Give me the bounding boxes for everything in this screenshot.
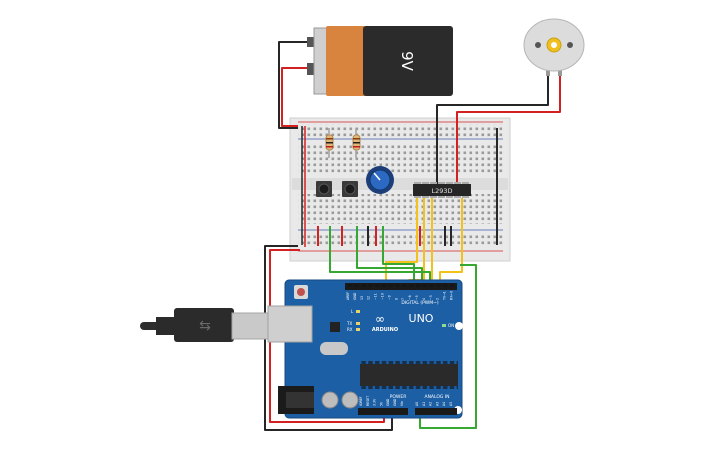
power-pin-label: Vin [400,401,404,406]
analog-header-label: ANALOG IN [424,394,449,400]
wire-yellow-4 [439,198,463,285]
digital-pin-label: GND [353,292,357,300]
arduino-infinity-logo: ∞ [375,312,385,326]
l293d-label: L293D [431,187,452,195]
analog-pin-label: A2 [429,402,433,406]
resistor-1[interactable] [325,128,334,158]
pushbutton-1[interactable] [316,181,332,197]
digital-pin-label: 4 [422,298,426,300]
l293d-chip[interactable]: L293D [413,182,471,198]
analog-pin-label: A4 [442,402,446,406]
led-tx-label: TX [346,321,352,326]
wire-gnd-arduino [264,245,393,431]
analog-pin-label: A5 [449,402,453,406]
wire-green-button2 [356,226,423,285]
digital-pin-label: 12 [367,296,371,300]
power-pin-label: IOREF [359,396,363,406]
wire-green-button1 [329,226,431,285]
potentiometer[interactable] [366,166,394,194]
analog-pin-label: A3 [435,402,439,406]
digital-pin-label: 2 [436,298,440,300]
power-header [358,408,408,415]
digital-pin-label: TX→1 [443,291,447,301]
power-pin-label: GND [393,398,397,406]
wire-battery-red [281,67,307,127]
arduino-brand: ARDUINO [372,327,398,333]
power-pin-label: 5V [379,401,383,406]
arduino-model: UNO [409,312,434,325]
wires [264,41,561,431]
breadboard-terminal-bottom [298,194,503,224]
digital-pin-label: 7 [401,298,405,300]
digital-pin-label: 13 [360,296,364,300]
digital-pin-label: ~9 [387,295,391,300]
breadboard-power-rail-top [298,124,503,138]
atmega-chip [360,364,458,386]
digital-pin-label: ~6 [408,295,412,300]
digital-pin-label: 8 [394,298,398,300]
pushbutton-2[interactable] [342,181,358,197]
dc-motor[interactable] [523,18,585,76]
resistor-2[interactable] [352,128,361,158]
digital-header-label: DIGITAL (PWM~) [401,300,439,306]
digital-pin-label: AREF [346,292,350,300]
analog-header [415,408,457,415]
wire-motor-black [436,76,549,186]
wire-battery-black [278,41,307,129]
led-rx-label: RX [347,327,353,332]
wire-yellow-1 [385,198,418,285]
digital-pin-label: RX←0 [450,291,454,300]
arduino-usb-jack [267,305,313,343]
digital-pin-label: ~10 [381,293,385,300]
power-pin-label: GND [386,398,390,406]
power-pin-label: RESET [366,396,370,406]
digital-pin-label: ~3 [429,295,433,300]
analog-pin-label: A1 [422,402,426,406]
led-on-label: ON [448,323,454,328]
led-l-label: L [351,309,354,314]
power-pin-label: 3.3V [373,398,377,406]
battery-label: 9V [398,51,416,72]
wire-5v-arduino [269,249,385,423]
arduino-uno[interactable]: DIGITAL (PWM~) ∞ ARDUINO UNO L TX RX ON … [267,279,463,419]
battery-9v[interactable]: 9V [307,26,453,96]
wire-motor-red [456,76,561,186]
analog-pin-label: A0 [415,402,419,406]
power-header-label: POWER [390,394,407,400]
digital-pin-label: ~5 [415,295,419,300]
breadboard-power-rail-bottom [298,233,503,247]
usb-icon: ⇆ [199,318,211,334]
wire-green-analog [419,264,477,429]
digital-pin-label: ~11 [374,293,378,300]
wire-green-pot [382,226,415,285]
